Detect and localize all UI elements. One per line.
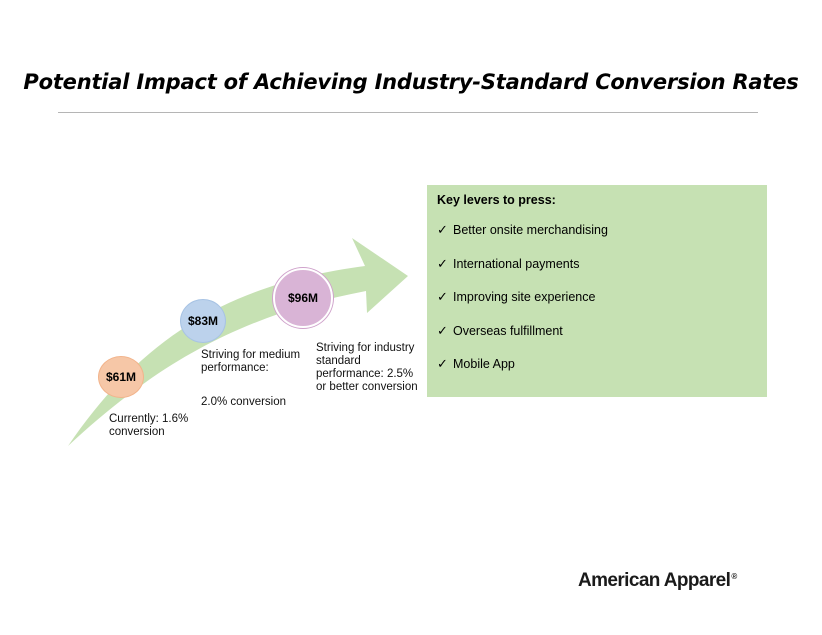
check-icon: ✓ (437, 289, 448, 304)
stage-2-value-bubble: $83M (180, 299, 226, 343)
stage-2-detail: 2.0% conversion (201, 396, 287, 408)
stage-3-value-bubble: $96M (273, 268, 333, 328)
check-icon: ✓ (437, 322, 448, 338)
check-icon: ✓ (437, 255, 448, 271)
key-levers-box: Key levers to press: ✓ Better onsite mer… (427, 185, 767, 397)
lever-item: ✓ Improving site experience (437, 287, 757, 307)
lever-item: ✓ Mobile App (437, 354, 757, 374)
lever-item-label: Mobile App (453, 357, 515, 371)
key-levers-heading: Key levers to press: (437, 193, 556, 207)
lever-item: ✓ Better onsite merchandising (437, 220, 757, 240)
check-icon: ✓ (437, 222, 448, 237)
brand-name: American Apparel (578, 570, 731, 591)
brand-logo: American Apparel® (578, 570, 737, 592)
stage-1-description: Currently: 1.6% conversion (109, 413, 189, 438)
stage-2-description: Striving for medium performance: (201, 349, 301, 374)
title-divider (58, 112, 758, 113)
stage-3-description: Striving for industry standard performan… (316, 342, 418, 393)
stage-1-value-bubble: $61M (98, 356, 144, 398)
lever-item: ✓ Overseas fulfillment (437, 321, 757, 341)
check-icon: ✓ (437, 356, 448, 371)
lever-item-label: Better onsite merchandising (453, 223, 608, 237)
page-title: Potential Impact of Achieving Industry-S… (23, 70, 799, 94)
registered-mark: ® (731, 571, 738, 581)
lever-item-label: Improving site experience (453, 290, 596, 304)
lever-item-label: Overseas fulfillment (453, 323, 563, 338)
lever-item-label: International payments (453, 256, 580, 271)
lever-item: ✓ International payments (437, 254, 757, 274)
